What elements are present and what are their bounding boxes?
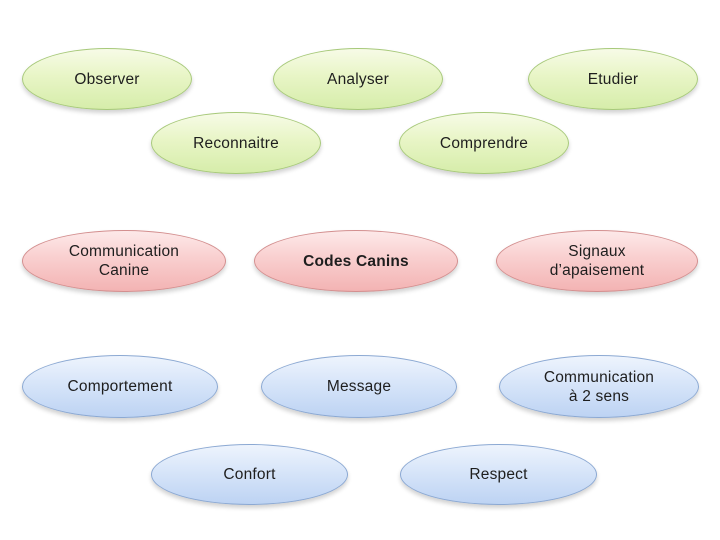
node-communication-2-sens: Communication à 2 sens — [499, 355, 699, 418]
node-label: Reconnaitre — [193, 134, 279, 152]
node-label: Observer — [74, 70, 140, 88]
node-label: Signaux d’apaisement — [549, 243, 645, 279]
node-codes-canins: Codes Canins — [254, 230, 458, 292]
node-reconnaitre: Reconnaitre — [151, 112, 321, 174]
node-comportement: Comportement — [22, 355, 218, 418]
node-label: Analyser — [327, 70, 389, 88]
node-message: Message — [261, 355, 457, 418]
node-label: Message — [326, 378, 392, 395]
node-label: Comprendre — [439, 134, 529, 152]
node-label: Respect — [469, 466, 528, 483]
node-label: Codes Canins — [303, 252, 409, 270]
node-etudier: Etudier — [528, 48, 698, 110]
node-label: Comportement — [67, 378, 173, 395]
node-confort: Confort — [151, 444, 348, 505]
node-communication-canine: Communication Canine — [22, 230, 226, 292]
node-comprendre: Comprendre — [399, 112, 569, 174]
node-label: Communication à 2 sens — [543, 368, 655, 405]
node-label: Etudier — [587, 70, 639, 88]
node-respect: Respect — [400, 444, 597, 505]
node-label: Communication Canine — [68, 243, 180, 279]
node-signaux-apaisement: Signaux d’apaisement — [496, 230, 698, 292]
node-label: Confort — [223, 466, 276, 483]
node-observer: Observer — [22, 48, 192, 110]
node-analyser: Analyser — [273, 48, 443, 110]
